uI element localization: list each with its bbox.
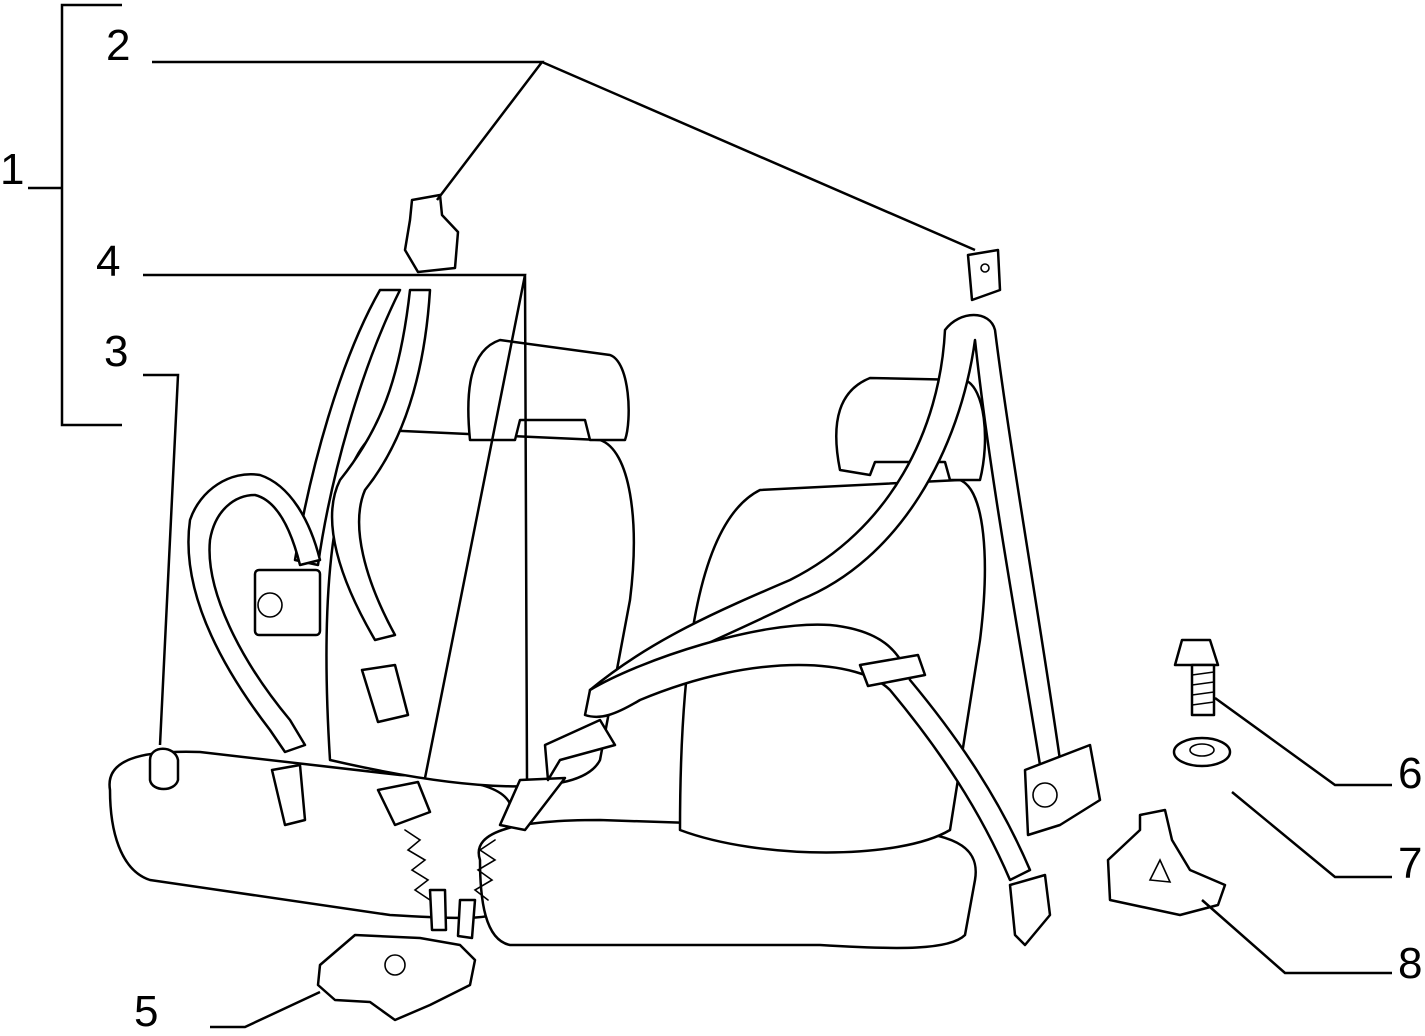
callout-1: 1 [0,145,25,194]
bolt-part [1173,638,1220,717]
callout-5: 5 [134,987,159,1036]
callout-6: 6 [1398,749,1423,798]
callout-7: 7 [1398,839,1423,888]
callout-3: 3 [104,327,129,376]
leader-lines [28,3,1392,1029]
callout-4: 4 [96,237,121,286]
left-seat-belt [148,193,567,940]
callout-8: 8 [1398,939,1423,988]
bracket-part [1106,808,1227,917]
washer-part [1172,736,1232,768]
buckle-anchor-part [316,933,477,1022]
right-seat-belt [543,248,1102,947]
callout-2: 2 [106,21,131,70]
